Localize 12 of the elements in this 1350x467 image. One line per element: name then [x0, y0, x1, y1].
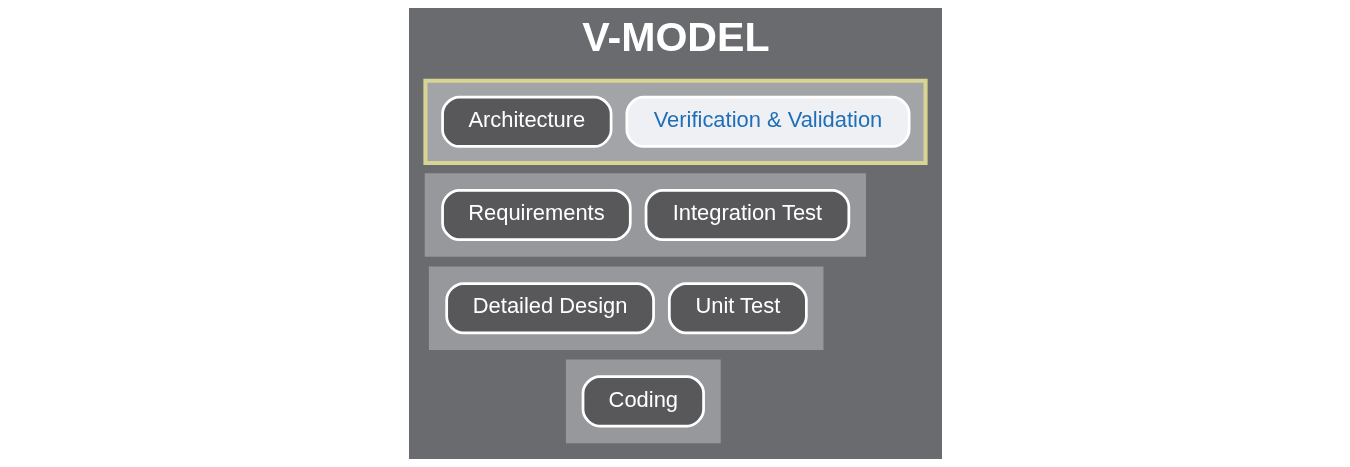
cluster — [424, 173, 866, 257]
node-box: Architecture — [440, 95, 612, 148]
node-box: Requirements — [440, 188, 632, 242]
node-box: Unit Test — [667, 282, 808, 335]
cluster — [565, 359, 721, 444]
node-box: Coding — [581, 375, 705, 428]
diagram-title: V-MODEL — [581, 13, 770, 60]
cluster — [422, 78, 928, 165]
node-box: Detailed Design — [444, 282, 655, 335]
node-box: Integration Test — [644, 188, 850, 242]
node-box: Verification & Validation — [625, 95, 910, 148]
cluster — [428, 266, 823, 350]
